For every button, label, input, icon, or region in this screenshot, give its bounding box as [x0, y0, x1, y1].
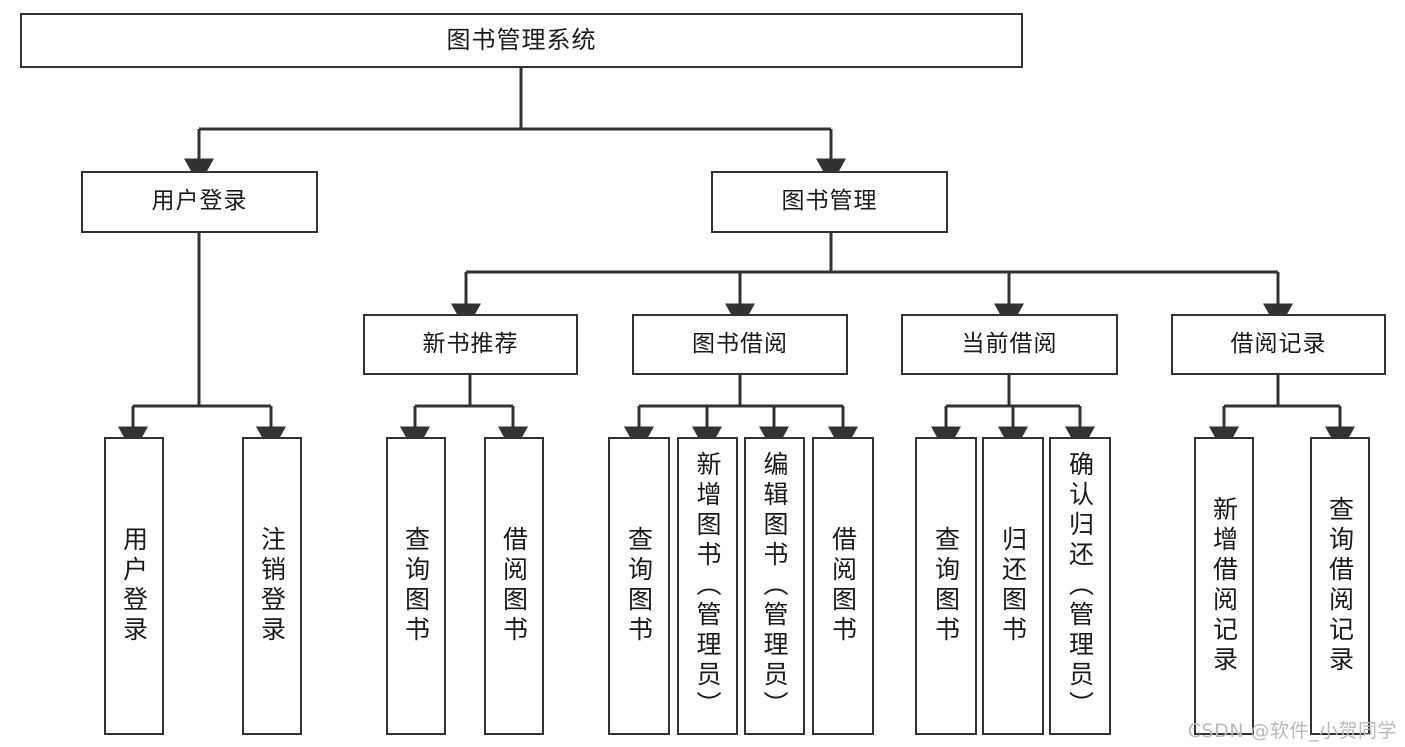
node-leaf-book-borrow-add[interactable]: 新增图书（管理员） — [677, 437, 738, 735]
node-label: 确认归还（管理员） — [1065, 451, 1095, 721]
node-label: 借阅记录 — [1230, 330, 1327, 357]
node-label: 查询图书 — [401, 526, 431, 646]
node-book-borrow[interactable]: 图书借阅 — [632, 314, 848, 375]
node-label: 查询图书 — [931, 526, 961, 646]
node-label: 借阅图书 — [499, 526, 529, 646]
node-label: 新增借阅记录 — [1209, 496, 1239, 676]
node-current-borrow[interactable]: 当前借阅 — [901, 314, 1118, 375]
node-root-system[interactable]: 图书管理系统 — [20, 13, 1023, 68]
node-label: 编辑图书（管理员） — [760, 451, 789, 721]
node-label: 图书管理系统 — [446, 26, 597, 55]
node-label: 用户登录 — [119, 526, 149, 646]
node-label: 图书借阅 — [692, 330, 788, 357]
node-leaf-borrow-record-query[interactable]: 查询借阅记录 — [1310, 437, 1370, 735]
node-label: 归还图书 — [998, 526, 1028, 646]
node-label: 当前借阅 — [961, 330, 1058, 357]
node-leaf-current-borrow-return[interactable]: 归还图书 — [982, 437, 1044, 735]
node-label: 图书管理 — [781, 188, 878, 215]
node-leaf-book-borrow-borrow[interactable]: 借阅图书 — [812, 437, 874, 735]
node-new-book-recommend[interactable]: 新书推荐 — [363, 314, 578, 375]
node-leaf-book-borrow-edit[interactable]: 编辑图书（管理员） — [744, 437, 805, 735]
node-leaf-new-book-borrow[interactable]: 借阅图书 — [484, 437, 544, 735]
node-leaf-user-login-login[interactable]: 用户登录 — [104, 437, 164, 735]
node-leaf-book-borrow-query[interactable]: 查询图书 — [608, 437, 670, 735]
node-label: 新增图书（管理员） — [693, 451, 722, 721]
node-label: 查询借阅记录 — [1325, 496, 1355, 676]
node-leaf-current-borrow-query[interactable]: 查询图书 — [915, 437, 977, 735]
node-label: 注销登录 — [257, 526, 287, 646]
node-leaf-user-login-logout[interactable]: 注销登录 — [242, 437, 302, 735]
node-user-login[interactable]: 用户登录 — [81, 171, 318, 233]
node-label: 查询图书 — [624, 526, 654, 646]
node-leaf-current-borrow-confirm[interactable]: 确认归还（管理员） — [1049, 437, 1111, 735]
node-label: 用户登录 — [151, 188, 248, 215]
node-borrow-record[interactable]: 借阅记录 — [1171, 314, 1386, 375]
node-label: 借阅图书 — [828, 526, 858, 646]
node-label: 新书推荐 — [422, 330, 519, 357]
node-leaf-new-book-query[interactable]: 查询图书 — [386, 437, 446, 735]
node-leaf-borrow-record-add[interactable]: 新增借阅记录 — [1194, 437, 1254, 735]
node-book-management[interactable]: 图书管理 — [711, 171, 948, 233]
